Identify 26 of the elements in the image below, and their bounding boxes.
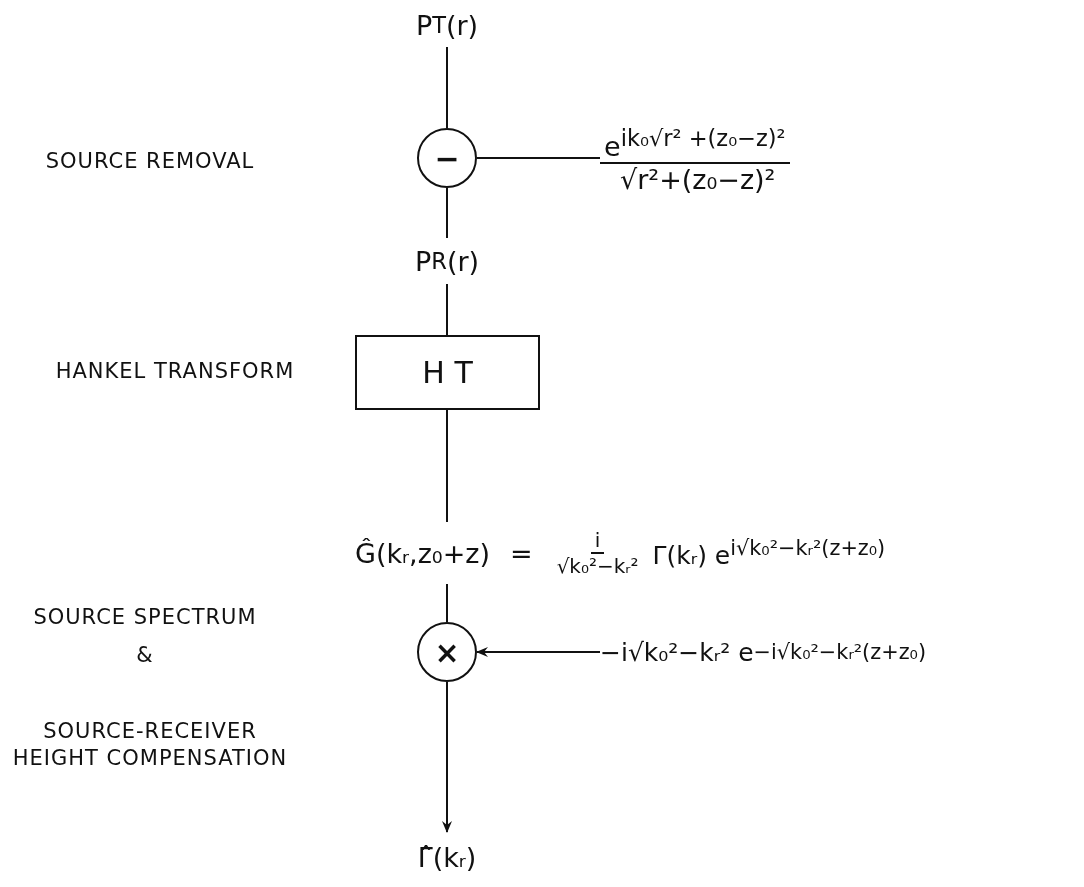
- connector-line: [446, 409, 448, 523]
- stage-label: SOURCE REMOVAL: [44, 148, 256, 175]
- stage-label: &: [135, 642, 155, 669]
- spectrum-label: Γ̂(kᵣ): [397, 832, 497, 882]
- connector-line: [446, 46, 448, 129]
- formula-denominator: √k₀²−kᵣ²: [556, 554, 639, 578]
- arrow: [476, 647, 601, 657]
- formula-denominator: √r²+(z₀−z)²: [619, 164, 776, 195]
- arrow: [442, 681, 452, 833]
- stage-label: SOURCE-RECEIVER HEIGHT COMPENSATION: [11, 718, 289, 773]
- connector-line: [446, 583, 448, 623]
- formula-numerator: i: [590, 528, 605, 554]
- connector-line: [476, 157, 601, 159]
- operator-symbol: −: [434, 140, 460, 176]
- connector-line: [446, 283, 448, 336]
- transform-box: H T: [355, 335, 540, 410]
- stage-label: SOURCE SPECTRUM: [32, 604, 258, 631]
- stage-label: HANKEL TRANSFORM: [54, 358, 296, 385]
- formula: Γ(kᵣ) e$^{i√k₀²−kᵣ²(z+z₀)}$: [652, 535, 886, 571]
- equals-sign: =: [510, 537, 533, 569]
- operator-symbol: ×: [434, 634, 460, 670]
- formula: Ĝ(kᵣ,z₀+z): [355, 537, 490, 569]
- multiplication-circle: [417, 622, 477, 682]
- formula-numerator: e$^{ik₀√r² +(z₀−z)²}$: [600, 125, 790, 164]
- connector-line: [446, 187, 448, 239]
- subtraction-circle: [417, 128, 477, 188]
